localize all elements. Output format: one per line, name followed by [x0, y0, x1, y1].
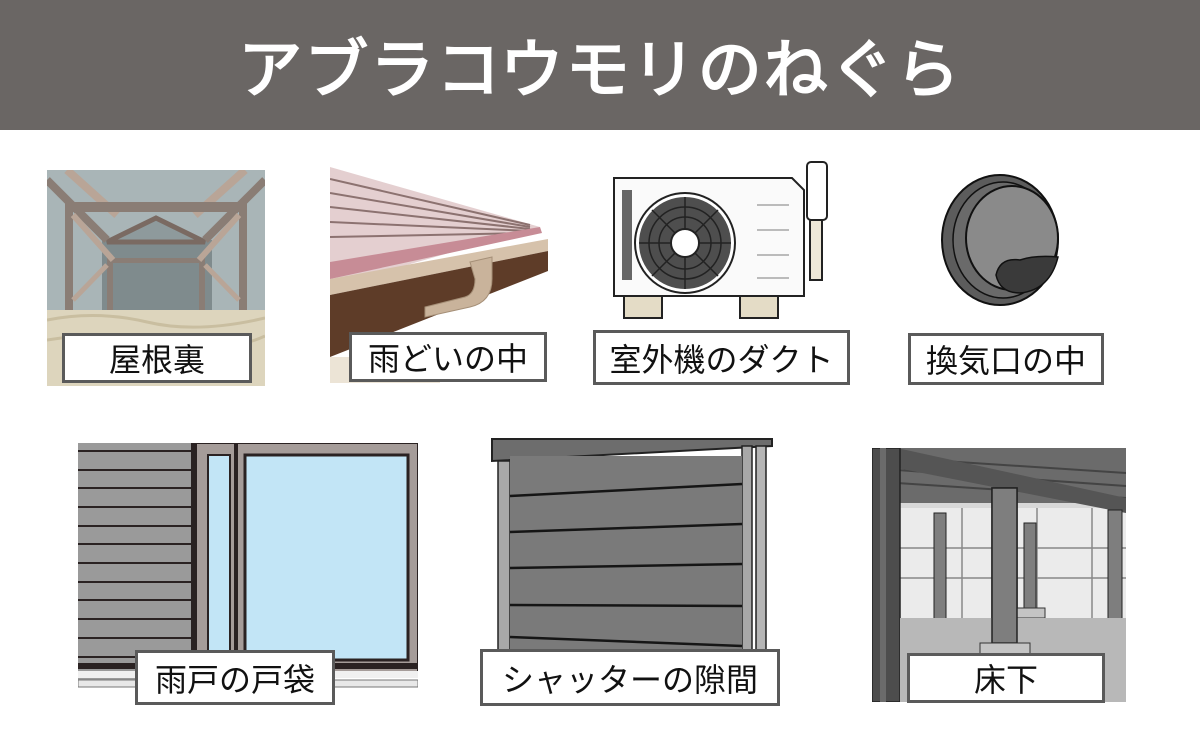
label-text: 床下 [973, 661, 1038, 699]
roost-card-amado: 雨戸の戸袋 [78, 443, 418, 705]
roost-card-underfloor: 床下 [872, 448, 1126, 703]
label-text: 屋根裏 [108, 341, 205, 379]
label-text: 雨戸の戸袋 [154, 660, 315, 699]
label-text: 室外機のダクト [609, 340, 834, 379]
rain-gutter-icon [330, 167, 548, 383]
roost-label-vent: 換気口の中 [908, 333, 1104, 385]
roost-label-shutter: シャッターの隙間 [480, 649, 780, 706]
roost-label-rain-gutter: 雨どいの中 [349, 332, 547, 382]
roost-label-attic: 屋根裏 [62, 333, 252, 383]
roost-card-vent: 換気口の中 [900, 165, 1110, 385]
label-text: シャッターの隙間 [501, 660, 758, 699]
roost-card-attic: 屋根裏 [47, 170, 265, 386]
page-title: アブラコウモリのねぐら [238, 34, 962, 108]
vent-hood-icon [941, 174, 1059, 306]
ac-outdoor-unit-icon [613, 161, 828, 319]
roost-label-underfloor: 床下 [907, 653, 1105, 703]
roost-label-amado: 雨戸の戸袋 [135, 650, 335, 705]
roost-card-rain-gutter: 雨どいの中 [330, 167, 550, 383]
label-text: 換気口の中 [925, 342, 1086, 380]
roost-label-ac-duct: 室外機のダクト [593, 330, 850, 385]
roost-card-ac-duct: 室外機のダクト [592, 160, 862, 385]
title-banner: アブラコウモリのねぐら [0, 0, 1200, 130]
label-text: 雨どいの中 [367, 340, 528, 378]
roost-card-shutter: シャッターの隙間 [480, 434, 780, 706]
